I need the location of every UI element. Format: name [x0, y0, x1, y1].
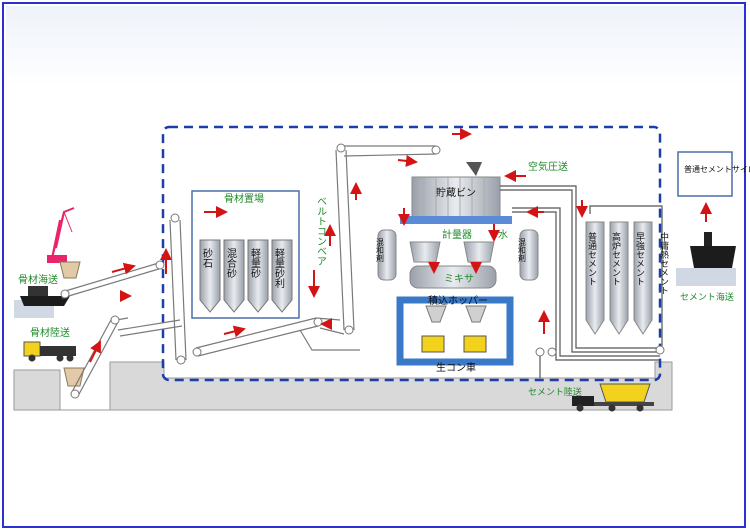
conveyor-pulleys — [60, 143, 441, 399]
cement-truck — [572, 383, 654, 412]
label-silo-2: 早強セメント — [634, 232, 645, 286]
label-admixture-right: 混和剤 — [518, 238, 527, 263]
storage-bin — [411, 162, 501, 218]
sky-background — [6, 6, 744, 86]
label-belt-conveyor: ベルトコンベア — [315, 196, 327, 266]
pipe-valves — [535, 345, 665, 357]
plant-boundary — [161, 125, 662, 382]
land-hopper — [63, 367, 85, 387]
receiving-hopper — [59, 261, 81, 279]
label-water: 水 — [498, 229, 508, 241]
mixer-trucks-loading — [421, 335, 487, 353]
label-silo-0: 普通セメント — [586, 231, 597, 286]
cement-ship — [690, 232, 736, 268]
label-bin-3: 軽量砂利 — [273, 248, 285, 288]
label-loading-hopper: 積込ホッパー — [428, 294, 488, 307]
label-aggregate-sea: 骨材海送 — [18, 273, 58, 286]
cement-silo-box — [677, 151, 733, 197]
cement-silos — [585, 221, 653, 335]
metering-rail — [400, 216, 512, 224]
label-bin-2: 軽量砂 — [249, 248, 261, 279]
aggregate-ship — [20, 286, 70, 306]
conveyors — [61, 145, 437, 397]
label-admixture-left: 混和剤 — [376, 238, 385, 263]
admixture-tank-left — [377, 229, 397, 281]
pneumatic-pipes — [500, 185, 663, 378]
label-aggregate-land: 骨材陸送 — [30, 326, 70, 339]
label-ready-mix-truck: 生コン車 — [436, 361, 476, 374]
aggregate-bins — [199, 239, 293, 313]
label-air-transport: 空気圧送 — [528, 160, 568, 173]
meters — [409, 241, 495, 263]
label-storage-bin: 貯蔵ビン — [436, 186, 476, 199]
aggregate-yard — [191, 190, 300, 319]
crane — [47, 207, 75, 263]
label-aggregate-yard: 骨材置場 — [224, 192, 264, 205]
label-bin-1: 混合砂 — [225, 248, 237, 279]
label-metering: 計量器 — [442, 228, 472, 241]
label-cement-silo: 普通セメントサイロ — [684, 164, 750, 174]
loading-hoppers — [425, 305, 487, 323]
loading-hopper-frame — [396, 296, 514, 366]
label-mixer: ミキサ — [444, 273, 474, 285]
flow-arrows — [89, 128, 712, 363]
label-silo-3: 中庸熱セメント — [658, 231, 669, 295]
admixture-tank-right — [519, 229, 539, 281]
sea-right — [676, 268, 736, 286]
label-bin-0: 砂石 — [201, 247, 213, 268]
label-cement-land: セメント陸送 — [528, 386, 582, 398]
label-silo-1: 高炉セメント — [610, 231, 621, 286]
aggregate-truck — [23, 341, 76, 362]
label-cement-sea: セメント海送 — [680, 291, 734, 303]
